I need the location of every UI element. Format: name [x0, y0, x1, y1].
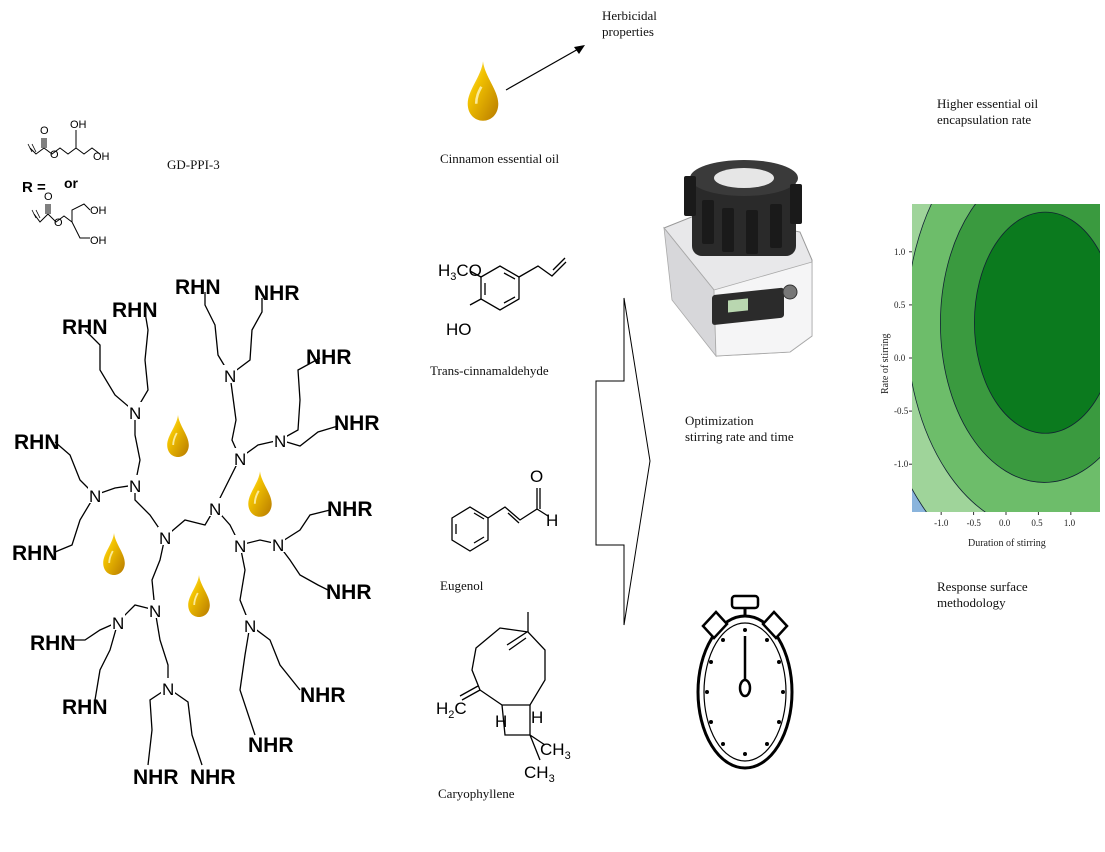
r-equals-label: R = [22, 179, 46, 196]
y-tick-label: -0.5 [894, 406, 909, 416]
n-atom: N [272, 536, 284, 555]
x-axis-label: Duration of stirring [968, 538, 1046, 549]
herbicidal-line-1: Herbicidal [602, 8, 657, 24]
caryophyllene-structure [460, 612, 545, 760]
rhn-end-group: RHN [62, 696, 108, 719]
n-atom: N [224, 367, 236, 386]
methyl-label-1: CH3 [540, 740, 571, 762]
encapsulated-oil-drop-icon [167, 415, 189, 457]
n-atom: N [112, 614, 124, 633]
nhr-end-group: NHR [327, 498, 373, 521]
x-tick-label: 1.0 [1064, 518, 1076, 528]
result-line-1: Higher essential oil [937, 96, 1038, 112]
n-atom: N [244, 617, 256, 636]
nhr-end-group: NHR [300, 684, 346, 707]
stirrer-icon [664, 160, 812, 356]
hydroxy-label: HO [446, 320, 472, 339]
x-tick-label: -1.0 [934, 518, 949, 528]
process-line-2: stirring rate and time [685, 429, 794, 445]
dendrimer-name: GD-PPI-3 [167, 157, 220, 173]
bridgehead-h-right: H [531, 708, 543, 727]
rhn-end-group: RHN [12, 542, 58, 565]
y-tick-label: 0.5 [894, 300, 906, 310]
n-atom: N [129, 404, 141, 423]
compound-label-1: Trans-cinnamaldehyde [430, 363, 549, 379]
n-atom: N [149, 602, 161, 621]
herbicidal-arrow [506, 48, 580, 90]
r1-carbonyl-o: O [40, 125, 49, 137]
y-tick-label: 0.0 [894, 353, 906, 363]
compound-label-2: Eugenol [440, 578, 483, 594]
n-atom: N [234, 537, 246, 556]
r2-carbonyl-o: O [44, 191, 53, 203]
encapsulated-oil-drop-icon [103, 533, 125, 575]
rsm-label: Response surface methodology [937, 579, 1028, 611]
y-axis-label: Rate of stirring [880, 333, 891, 394]
dendrimer-bonds [55, 292, 338, 765]
rhn-end-group: RHN [175, 276, 221, 299]
cinnamaldehyde-structure [452, 488, 548, 551]
r2-oh-end: OH [90, 235, 107, 247]
cinnamon-oil-drop-icon [468, 61, 499, 121]
nhr-end-group: NHR [334, 412, 380, 435]
r1-oh-top: OH [70, 119, 87, 131]
rhn-end-group: RHN [14, 431, 60, 454]
n-atom: N [209, 500, 221, 519]
bridgehead-h-left: H [495, 712, 507, 731]
aldehyde-h-label: H [546, 511, 558, 530]
or-label: or [64, 175, 79, 191]
encapsulated-oil-drop-icon [188, 575, 210, 617]
methylene-label: H2C [436, 699, 467, 721]
r2-ester-o: O [54, 217, 63, 229]
rhn-end-group: RHN [62, 316, 108, 339]
process-arrow [596, 298, 650, 625]
x-tick-label: 0.0 [999, 518, 1011, 528]
methyl-label-2: CH3 [524, 763, 555, 785]
eugenol-structure [470, 258, 566, 310]
n-atom: N [162, 680, 174, 699]
process-line-1: Optimization [685, 413, 794, 429]
rsm-line-2: methodology [937, 595, 1028, 611]
r1-ester-o: O [50, 149, 59, 161]
herbicidal-line-2: properties [602, 24, 657, 40]
encapsulated-oil-drop-icon [248, 471, 271, 517]
result-line-2: encapsulation rate [937, 112, 1038, 128]
aldehyde-o-label: O [530, 467, 543, 486]
oil-label: Cinnamon essential oil [440, 151, 559, 167]
n-atom: N [159, 529, 171, 548]
nhr-end-group: NHR [190, 766, 236, 789]
nhr-end-group: NHR [133, 766, 179, 789]
rhn-end-group: RHN [112, 299, 158, 322]
methoxy-label: H3CO [438, 261, 482, 283]
nhr-end-group: NHR [326, 581, 372, 604]
n-atom: N [234, 450, 246, 469]
stopwatch-icon [698, 596, 792, 768]
herbicidal-label: Herbicidal properties [602, 8, 657, 40]
x-tick-label: -0.5 [967, 518, 982, 528]
n-atom: N [89, 487, 101, 506]
r2-oh-top: OH [90, 205, 107, 217]
y-tick-label: 1.0 [894, 247, 906, 257]
y-tick-label: -1.0 [894, 459, 909, 469]
nhr-end-group: NHR [306, 346, 352, 369]
r1-oh-end: OH [93, 151, 110, 163]
herbicidal-arrowhead [574, 45, 585, 54]
x-tick-label: 0.5 [1031, 518, 1043, 528]
nhr-end-group: NHR [254, 282, 300, 305]
nhr-end-group: NHR [248, 734, 294, 757]
n-atom: N [129, 477, 141, 496]
rsm-line-1: Response surface [937, 579, 1028, 595]
process-label: Optimization stirring rate and time [685, 413, 794, 445]
compound-label-3: Caryophyllene [438, 786, 515, 802]
rhn-end-group: RHN [30, 632, 76, 655]
n-atom: N [274, 432, 286, 451]
result-label: Higher essential oil encapsulation rate [937, 96, 1038, 128]
